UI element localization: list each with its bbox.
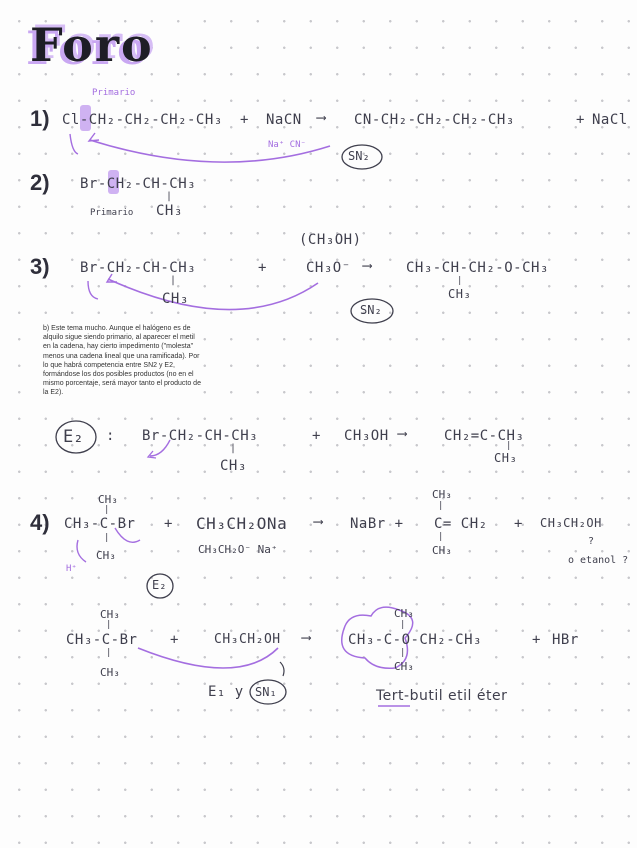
r5-byproduct: HBr: [552, 632, 579, 648]
r1-attack-arrow: [89, 139, 331, 163]
r3-solvent: (CH₃OH): [299, 232, 362, 248]
r5-small-arrow: [279, 661, 285, 677]
r4-etanol: o etanol ?: [568, 555, 629, 566]
r3-small-arrow: [87, 280, 99, 300]
r2-label: Primario: [90, 208, 134, 218]
r3-arrow: ⟶: [363, 258, 372, 274]
e2-mechanism: E₂: [63, 427, 84, 447]
r2-reactant: Br-CH₂-CH-CH₃: [80, 176, 197, 192]
r1-byproduct: NaCl: [592, 112, 628, 128]
r5-product-name: Tert-butil etil éter: [376, 688, 508, 704]
r2-branch: CH₃: [156, 203, 183, 219]
r1-sn2-circle: [341, 144, 383, 170]
r4-question: ?: [588, 536, 595, 547]
r3-branch: CH₃: [162, 291, 189, 307]
r5-bottom: CH₃: [100, 666, 120, 679]
explanation-note: b) Este tema mucho. Aunque el halógeno e…: [43, 324, 203, 398]
highlight-carbon-r2: [108, 170, 119, 194]
r1-ions: Na⁺ CN⁻: [268, 140, 306, 150]
r4-byproduct: NaBr +: [350, 516, 404, 532]
e2-product: CH₂=C-CH₃: [444, 428, 525, 444]
r4-plus1: +: [164, 516, 173, 532]
r1-plus2: +: [576, 112, 585, 128]
r5-product-top: CH₃: [394, 607, 414, 620]
r3-reactant: Br-CH₂-CH-CH₃: [80, 260, 197, 276]
r5-mech-sn1: SN₁: [255, 685, 277, 699]
r1-reactant: Cl-CH₂-CH₂-CH₂-CH₃: [62, 112, 223, 128]
r5-plus1: +: [170, 632, 179, 648]
r5-attack-arrow: [137, 647, 279, 669]
r4-product2: CH₃CH₂OH: [540, 516, 602, 530]
e2-colon: :: [106, 428, 115, 444]
r5-mech-e1: E₁ y: [208, 684, 244, 700]
e2-branch: CH₃: [220, 458, 247, 474]
r4-reagent: CH₃CH₂ONa: [196, 514, 288, 533]
r4-reactant: CH₃-C-Br: [64, 516, 136, 532]
r1-arrow: ⟶: [317, 110, 326, 126]
r1-number: 1): [30, 106, 50, 131]
r2-number: 2): [30, 170, 50, 195]
r4-hplus: H⁺: [66, 564, 77, 574]
e2-plus: +: [312, 428, 321, 444]
r3-product-branch: CH₃: [448, 287, 472, 301]
r4-arrow: ⟶: [314, 514, 323, 530]
e2-arrow: [149, 439, 171, 457]
r4-plus2: +: [514, 516, 523, 532]
r3-product: CH₃-CH-CH₂-O-CH₃: [406, 260, 549, 276]
page-title: Foro: [30, 18, 154, 72]
r1-product: CN-CH₂-CH₂-CH₂-CH₃: [354, 112, 515, 128]
r4-product: C= CH₂: [434, 516, 488, 532]
r5-top: CH₃: [100, 608, 120, 621]
r4-bottom: CH₃: [96, 549, 116, 562]
r5-product: CH₃-C-O-CH₂-CH₃: [348, 632, 482, 648]
r5-sn1-circle: [249, 679, 287, 705]
r4-top: CH₃: [98, 493, 118, 506]
r3-plus: +: [258, 260, 267, 276]
e2-reagent: CH₃OH: [344, 428, 389, 444]
r3-reagent: CH₃O⁻: [306, 260, 351, 276]
r4-arrow-b: [76, 539, 87, 563]
r5-arrow: ⟶: [302, 630, 311, 646]
r3-sn2-circle: [350, 298, 394, 324]
r1-label: Primario: [92, 88, 136, 98]
r3-mechanism: SN₂: [360, 303, 382, 317]
r5-plus2: +: [532, 632, 541, 648]
r3-number: 3): [30, 254, 50, 279]
r5-reactant: CH₃-C-Br: [66, 632, 138, 648]
r1-small-arrow: [69, 133, 79, 155]
e2-reactant: Br-CH₂-CH-CH₃: [142, 428, 259, 444]
r4-arrow-a: [114, 527, 141, 543]
r4-ions: CH₃CH₂O⁻ Na⁺: [198, 543, 278, 556]
r4-e2-circle: [146, 573, 174, 599]
r1-plus1: +: [240, 112, 249, 128]
r1-reagent: NaCN: [266, 112, 302, 128]
r5-product-outline: [341, 606, 414, 670]
r4-product-bottom: CH₃: [432, 544, 452, 557]
r4-product-top: CH₃: [432, 488, 452, 501]
r4-number: 4): [30, 510, 50, 535]
r4-mechanism: E₂: [152, 578, 167, 592]
r3-attack-arrow: [107, 278, 319, 311]
r1-mechanism: SN₂: [348, 149, 370, 163]
r5-product-bottom: CH₃: [394, 660, 414, 673]
r5-reagent: CH₃CH₂OH: [214, 632, 281, 647]
e2-product-branch: CH₃: [494, 451, 518, 465]
highlight-carbon-r1: [80, 105, 91, 131]
e2-arrow: ⟶: [398, 426, 407, 442]
e2-circle: [55, 420, 97, 454]
